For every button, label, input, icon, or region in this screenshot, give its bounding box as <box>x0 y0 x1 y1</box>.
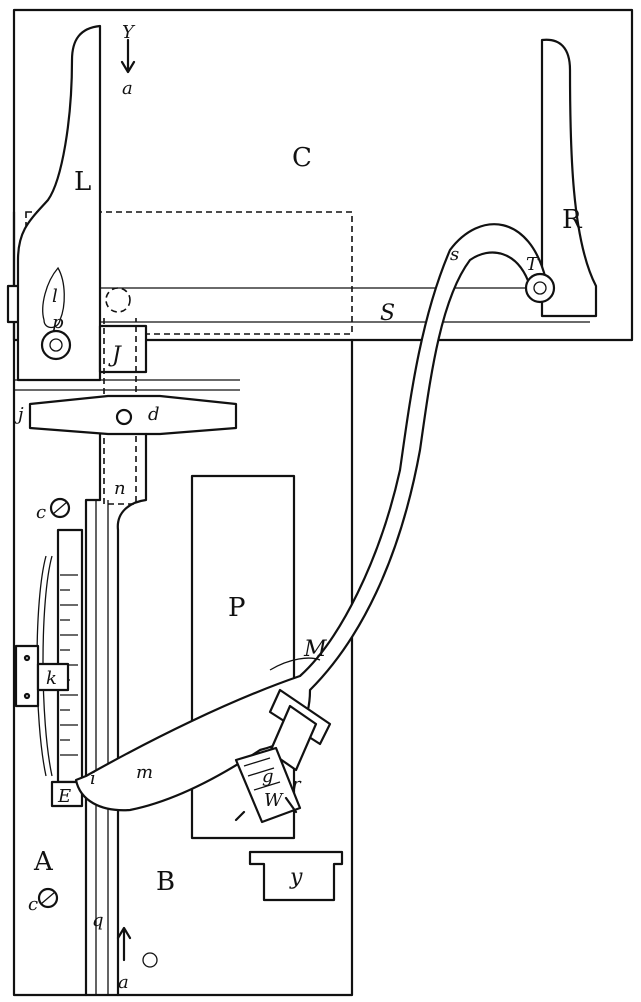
board-ab <box>12 210 354 997</box>
clip-dot-top <box>23 654 31 662</box>
label-c-upper: c <box>36 502 46 523</box>
arm-m-crease <box>269 657 321 671</box>
label-l-slot: l <box>52 286 58 307</box>
label-w: W <box>264 790 284 811</box>
rail-j <box>14 379 240 391</box>
label-c-lower: c <box>28 894 38 915</box>
bar-s <box>100 287 590 323</box>
label-p-plate: P <box>228 593 246 623</box>
label-m-small: m <box>136 762 153 783</box>
upright-l <box>16 24 102 382</box>
lever-d <box>28 394 238 436</box>
screw-lower-slot <box>40 891 56 905</box>
label-s-arm: s <box>450 244 459 265</box>
pivot-t-inner <box>533 281 547 295</box>
clip-k <box>36 662 70 692</box>
dashed-circle <box>105 287 131 313</box>
lever-d-pivot <box>115 408 133 426</box>
groove-q <box>95 500 109 995</box>
label-s-bar: S <box>380 301 395 326</box>
arm-m <box>74 223 548 812</box>
label-n: n <box>114 478 126 499</box>
gauge-w <box>234 746 302 824</box>
pivot-t <box>524 272 556 304</box>
column <box>84 432 148 997</box>
arrow-top <box>120 38 136 74</box>
arrow-bottom <box>116 926 132 962</box>
clip-dot-bottom <box>23 692 31 700</box>
label-a-board: A <box>33 847 54 877</box>
label-a-top: a <box>122 78 133 99</box>
label-d: d <box>148 404 160 425</box>
label-p: p <box>52 312 64 333</box>
label-k: k <box>46 668 57 689</box>
label-c: C <box>292 143 312 173</box>
pivot-left-inner <box>49 338 63 352</box>
small-circle <box>142 952 158 968</box>
label-y-arrow: Y <box>122 22 136 43</box>
label-j-block: J <box>108 343 122 368</box>
pivot-left <box>40 329 72 361</box>
gauge-pin <box>234 796 298 822</box>
label-t: T <box>526 254 540 275</box>
screw-upper-slot <box>52 501 68 515</box>
label-a-bottom: a <box>118 972 129 993</box>
block-y <box>248 850 344 902</box>
slot-l <box>42 266 65 329</box>
label-b-board: B <box>156 867 175 897</box>
label-i: i <box>90 768 96 789</box>
label-r: R <box>562 205 583 235</box>
block-j <box>98 324 148 374</box>
label-y-block: y <box>289 865 303 890</box>
gauge-w-marks <box>243 757 281 791</box>
label-r-small: r <box>292 774 302 795</box>
scale-strip <box>56 528 84 784</box>
label-g: g <box>262 766 274 787</box>
plate-p <box>190 474 296 840</box>
label-l: L <box>74 167 91 197</box>
upright-r <box>540 38 598 318</box>
label-q: q <box>92 910 104 931</box>
gauge-arm <box>268 704 318 772</box>
label-j-rail: j <box>14 404 24 425</box>
label-e: E <box>57 786 71 807</box>
label-m-large: M <box>303 637 327 662</box>
